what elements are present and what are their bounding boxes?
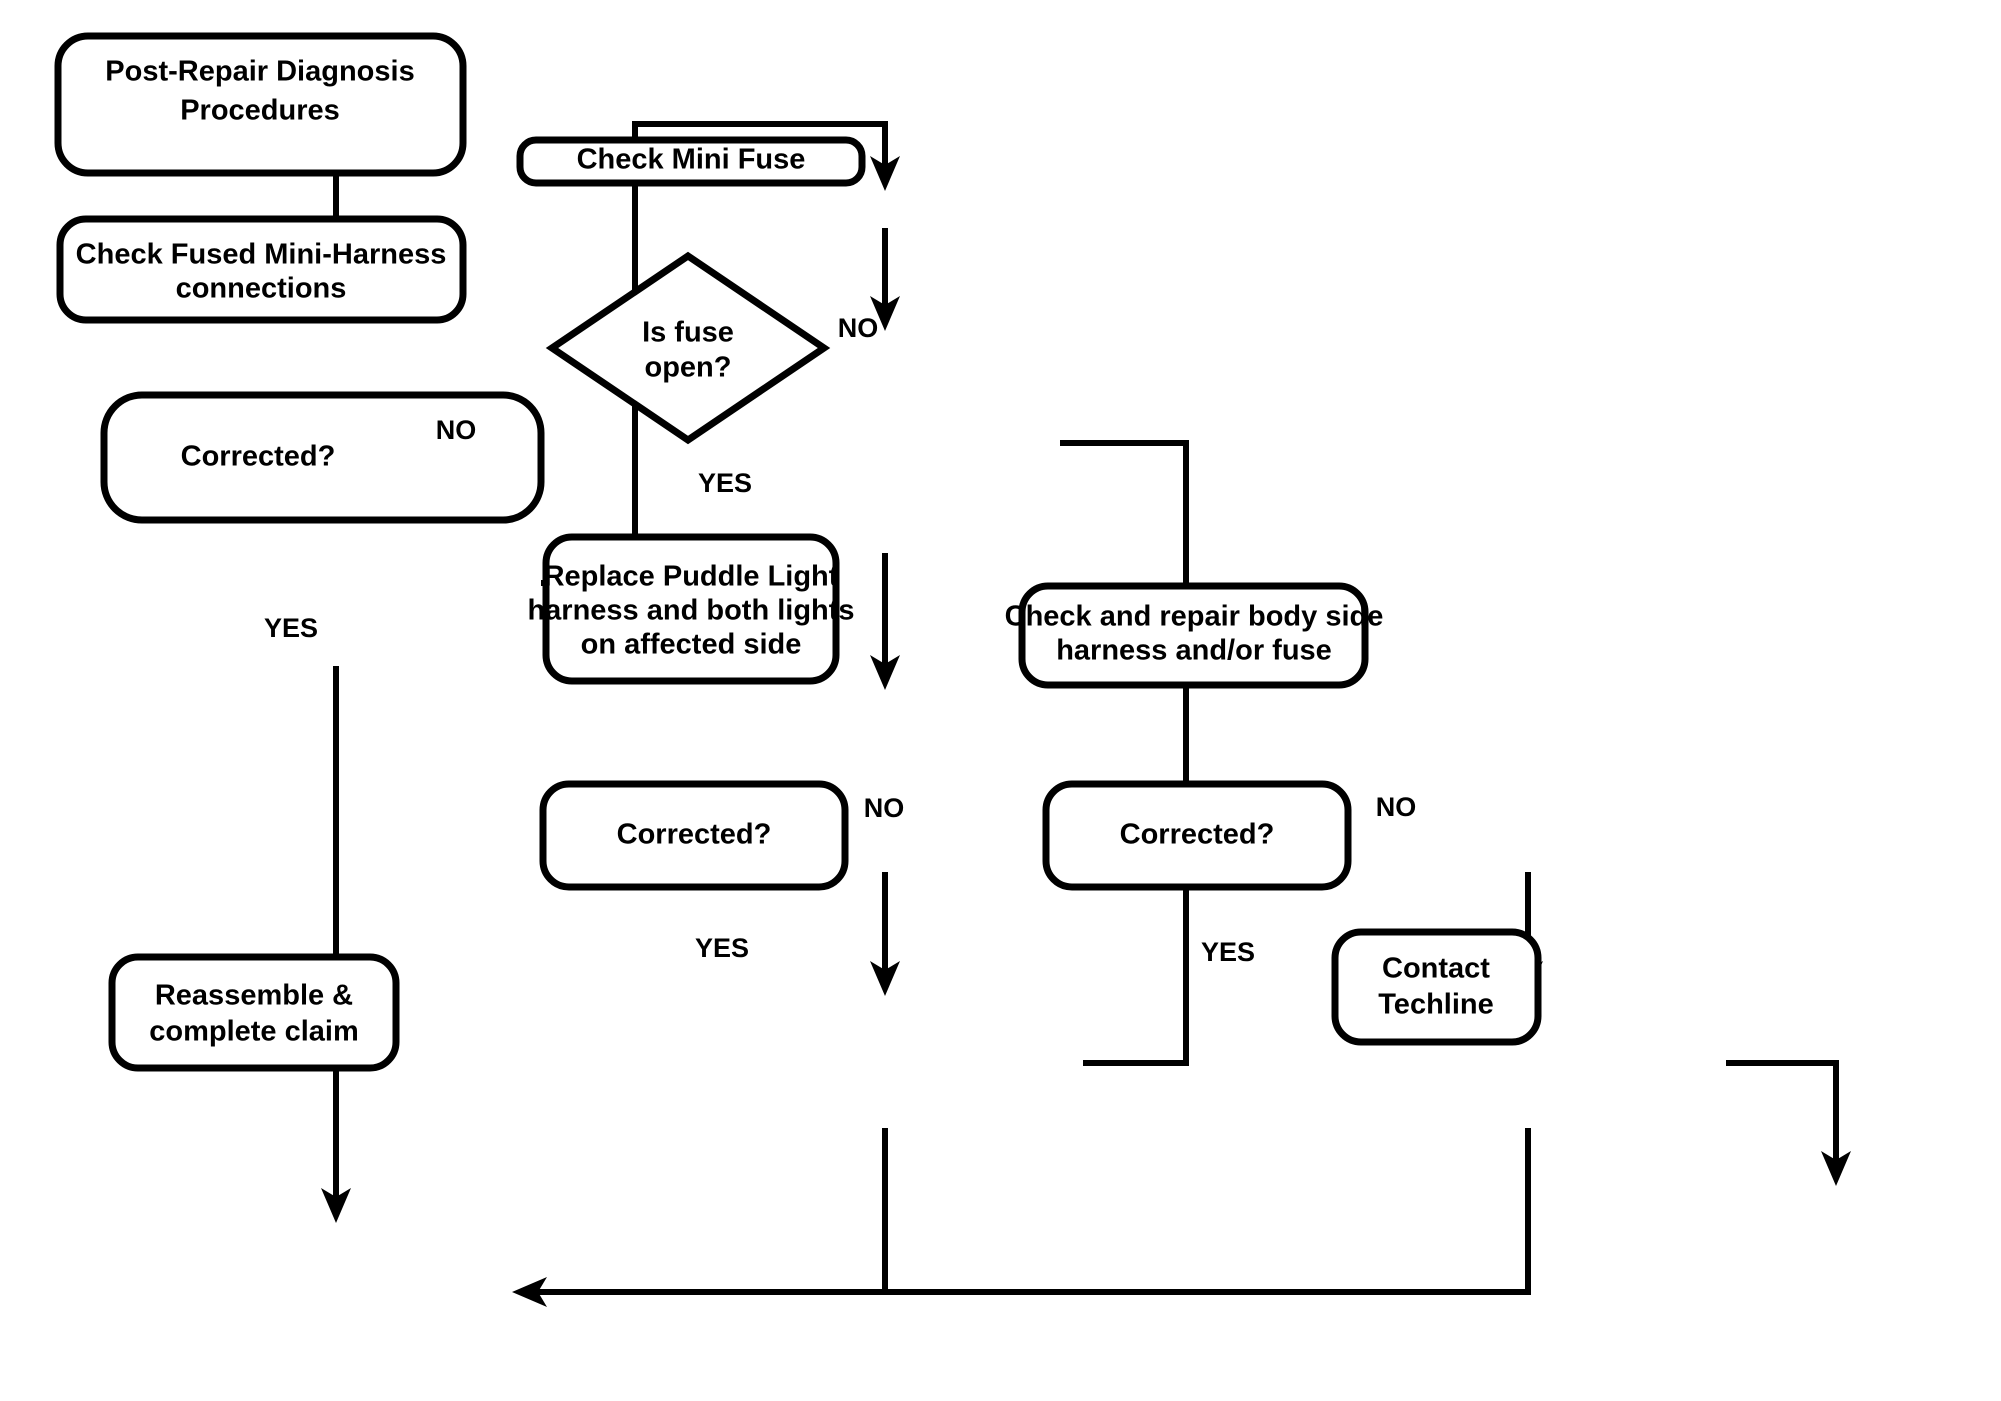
node-corrected-middle[interactable]: Corrected? [539, 780, 849, 891]
edge-label-corrected-left-no: NO [436, 415, 477, 445]
node-label-line2: Procedures [180, 95, 340, 127]
edge-label-is-fuse-open-no: NO [838, 313, 879, 343]
node-label-line1: Replace Puddle Light [544, 561, 839, 593]
node-label-line1: Corrected? [617, 819, 772, 851]
node-check-fused-mini-harness-connections[interactable]: Check Fused Mini-Harness connections [56, 215, 467, 324]
edge-corrected-middle-no-to-check-body-side [1083, 812, 1189, 1066]
node-contact-techline[interactable]: Contact Techline [1331, 928, 1542, 1046]
node-label-line2: open? [645, 352, 732, 384]
node-label-line1: Check Mini Fuse [577, 144, 806, 176]
edge-label-corrected-middle-yes: YES [695, 933, 749, 963]
edge-label-corrected-right-yes: YES [1201, 937, 1255, 967]
node-label-line2: harness and/or fuse [1056, 635, 1332, 667]
node-reassemble-complete-claim[interactable]: Reassemble & complete claim [108, 953, 400, 1072]
node-label-line1: Corrected? [1120, 819, 1275, 851]
node-replace-puddle-light-harness[interactable]: Replace Puddle Light harness and both li… [527, 533, 855, 685]
node-label-line2: harness and both lights [527, 595, 854, 627]
node-corrected-right[interactable]: Corrected? [1042, 780, 1352, 891]
edge-check-mini-fuse-to-is-fuse-open [870, 228, 900, 331]
node-label-line3: on affected side [581, 629, 802, 661]
node-label-line1: Check Fused Mini-Harness [76, 239, 447, 271]
node-is-fuse-open[interactable]: Is fuse open? [545, 251, 831, 445]
node-label-line1: Is fuse [642, 317, 734, 349]
node-label-line1: Check and repair body side [1005, 601, 1384, 633]
node-check-mini-fuse[interactable]: Check Mini Fuse [516, 136, 866, 187]
node-label-line1: Reassemble & [155, 980, 353, 1012]
edge-label-is-fuse-open-yes: YES [698, 468, 752, 498]
edge-corrected-left-yes-to-reassemble [321, 666, 351, 1223]
edge-label-corrected-left-yes: YES [264, 613, 318, 643]
node-label-line1: Contact [1382, 953, 1490, 985]
edge-corrected-middle-yes-to-reassemble [512, 1128, 888, 1307]
edge-is-fuse-open-yes-to-replace-puddle [870, 553, 900, 690]
edge-label-corrected-right-no: NO [1376, 792, 1417, 822]
node-label-line1: Post-Repair Diagnosis [105, 56, 414, 88]
node-post-repair-diagnosis-procedures[interactable]: Post-Repair Diagnosis Procedures [54, 32, 467, 177]
node-label-line2: complete claim [149, 1016, 359, 1048]
node-label-line1: Corrected? [181, 441, 336, 473]
node-check-and-repair-body-side-harness[interactable]: Check and repair body side harness and/o… [1005, 582, 1384, 689]
node-corrected-left[interactable]: Corrected? [100, 391, 545, 524]
edge-replace-puddle-to-corrected-middle [870, 872, 900, 996]
edge-label-corrected-middle-no: NO [864, 793, 905, 823]
edge-corrected-right-no-to-contact-techline [1726, 1060, 1851, 1186]
node-label-line2: Techline [1378, 989, 1494, 1021]
edge-corrected-right-yes-to-reassemble [885, 1128, 1531, 1295]
node-label-line2: connections [176, 273, 347, 305]
